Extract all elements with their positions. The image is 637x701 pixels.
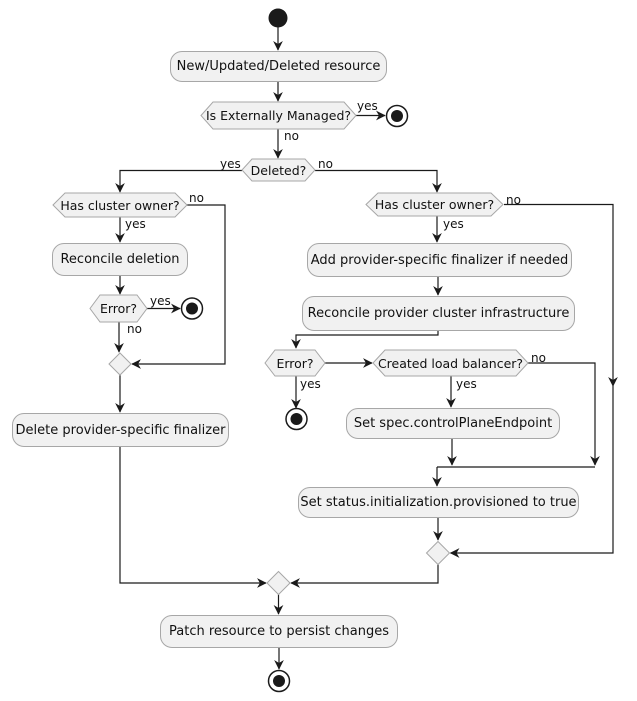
- edge-owner-right-no-to-merge-right: [449, 386, 614, 558]
- activity-add-finalizer-label: Add provider-specific finalizer if neede…: [310, 252, 569, 268]
- decision-owner-right-shape: [365, 192, 504, 217]
- merge-diamond-right: [425, 540, 451, 566]
- decision-externally-managed-shape: [200, 101, 357, 130]
- merge-diamond-left: [108, 352, 132, 376]
- edge-merge-right-to-final-merge: [290, 564, 439, 588]
- activity-new-resource-label: New/Updated/Deleted resource: [176, 59, 381, 74]
- edge-deleted-yes-to-owner-left: [115, 169, 242, 193]
- activity-new-resource: New/Updated/Deleted resource: [170, 51, 387, 82]
- merge-diamond-final: [266, 570, 291, 596]
- edge-created-lb-no-down: [528, 362, 600, 466]
- activity-reconcile-infrastructure-label: Reconcile provider cluster infrastructur…: [307, 306, 570, 321]
- decision-owner-left-shape: [52, 192, 188, 218]
- activity-reconcile-deletion: Reconcile deletion: [52, 243, 188, 276]
- edge-label-created-lb-yes: yes: [456, 377, 477, 391]
- activity-delete-finalizer: Delete provider-specific finalizer: [12, 413, 229, 447]
- activity-add-finalizer: Add provider-specific finalizer if neede…: [307, 243, 572, 277]
- activity-set-provisioned-true-label: Set status.initialization.provisioned to…: [300, 495, 577, 510]
- activity-set-control-plane-endpoint: Set spec.controlPlaneEndpoint: [346, 408, 560, 439]
- activity-reconcile-deletion-label: Reconcile deletion: [60, 252, 180, 267]
- end-node-final: [267, 669, 291, 693]
- edge-label-error-right-yes: yes: [300, 377, 321, 391]
- edge-label-owner-left-no: no: [189, 191, 204, 205]
- activity-patch-resource-label: Patch resource to persist changes: [169, 624, 389, 639]
- edge-label-created-lb-no: no: [531, 351, 546, 365]
- activity-set-control-plane-endpoint-label: Set spec.controlPlaneEndpoint: [353, 416, 553, 431]
- edge-label-owner-right-no: no: [506, 193, 521, 207]
- activity-reconcile-infrastructure: Reconcile provider cluster infrastructur…: [302, 296, 575, 331]
- activity-set-provisioned-true: Set status.initialization.provisioned to…: [298, 487, 579, 518]
- edge-label-externally-managed-no: no: [284, 129, 299, 143]
- edge-label-owner-right-yes: yes: [443, 217, 464, 231]
- activity-delete-finalizer-label: Delete provider-specific finalizer: [15, 422, 226, 438]
- edge-owner-left-no-to-merge-left: [131, 204, 226, 369]
- edge-label-deleted-yes: yes: [220, 157, 241, 171]
- decision-deleted-shape: [241, 158, 316, 182]
- edge-reconcile-infrastructure-to-error-right: [291, 331, 439, 349]
- edge-label-error-left-yes: yes: [150, 294, 171, 308]
- edge-deleted-no-to-owner-right: [315, 169, 442, 193]
- decision-error-left-shape: [89, 294, 148, 323]
- end-node-error-left: [180, 297, 204, 320]
- end-node-error-right: [285, 407, 308, 431]
- decision-error-right-shape: [264, 349, 326, 377]
- edge-delete-finalizer-to-final-merge: [119, 447, 267, 588]
- edge-label-externally-managed-yes: yes: [357, 99, 378, 113]
- start-node: [268, 8, 288, 28]
- decision-created-lb-shape: [372, 349, 529, 377]
- end-node-externally-managed: [385, 104, 409, 128]
- edge-owner-right-no-down: [504, 203, 618, 387]
- edge-label-deleted-no: no: [318, 157, 333, 171]
- edge-label-owner-left-yes: yes: [125, 217, 146, 231]
- edge-label-error-left-no: no: [127, 322, 142, 336]
- activity-patch-resource: Patch resource to persist changes: [160, 615, 398, 648]
